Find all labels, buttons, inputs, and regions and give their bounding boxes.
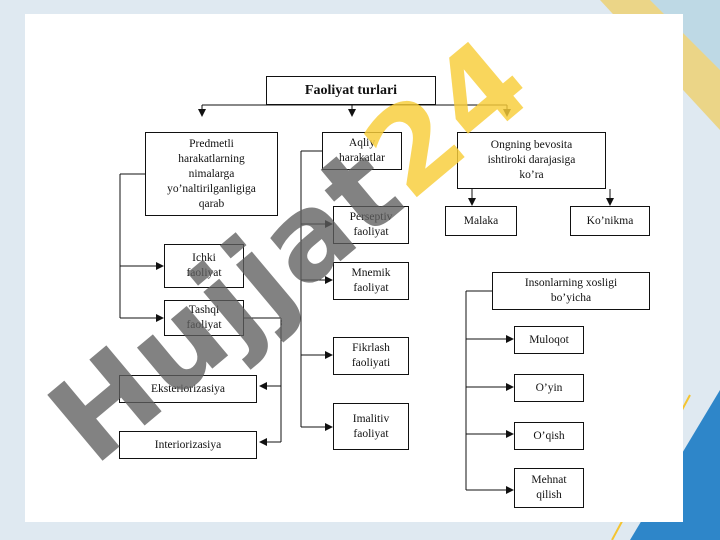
node-muloqot: Muloqot xyxy=(514,326,584,354)
node-mnemik: Mnemik faoliyat xyxy=(333,262,409,300)
node-aqliy: Aqliy harakatlar xyxy=(322,132,402,170)
node-oyin: O’yin xyxy=(514,374,584,402)
slide: Faoliyat turlari Predmetli harakatlarnin… xyxy=(25,14,683,522)
node-imalitiv: Imalitiv faoliyat xyxy=(333,403,409,450)
node-predmetli: Predmetli harakatlarning nimalarga yo’na… xyxy=(145,132,278,216)
node-perseptiv: Perseptiv faoliyat xyxy=(333,206,409,244)
root-node-title: Faoliyat turlari xyxy=(266,76,436,105)
node-insonlarning: Insonlarning xosligi bo’yicha xyxy=(492,272,650,310)
connector-lines xyxy=(119,91,614,494)
node-interiorizasiya: Interiorizasiya xyxy=(119,431,257,459)
node-mehnat: Mehnat qilish xyxy=(514,468,584,508)
node-ongning: Ongning bevosita ishtiroki darajasiga ko… xyxy=(457,132,606,189)
node-malaka: Malaka xyxy=(445,206,517,236)
node-eksteriorizasiya: Eksteriorizasiya xyxy=(119,375,257,403)
node-fikrlash: Fikrlash faoliyati xyxy=(333,337,409,375)
node-tashqi: Tashqi faoliyat xyxy=(164,300,244,336)
node-oqish: O’qish xyxy=(514,422,584,450)
node-ichki: Ichki faoliyat xyxy=(164,244,244,288)
node-konikma: Ko’nikma xyxy=(570,206,650,236)
